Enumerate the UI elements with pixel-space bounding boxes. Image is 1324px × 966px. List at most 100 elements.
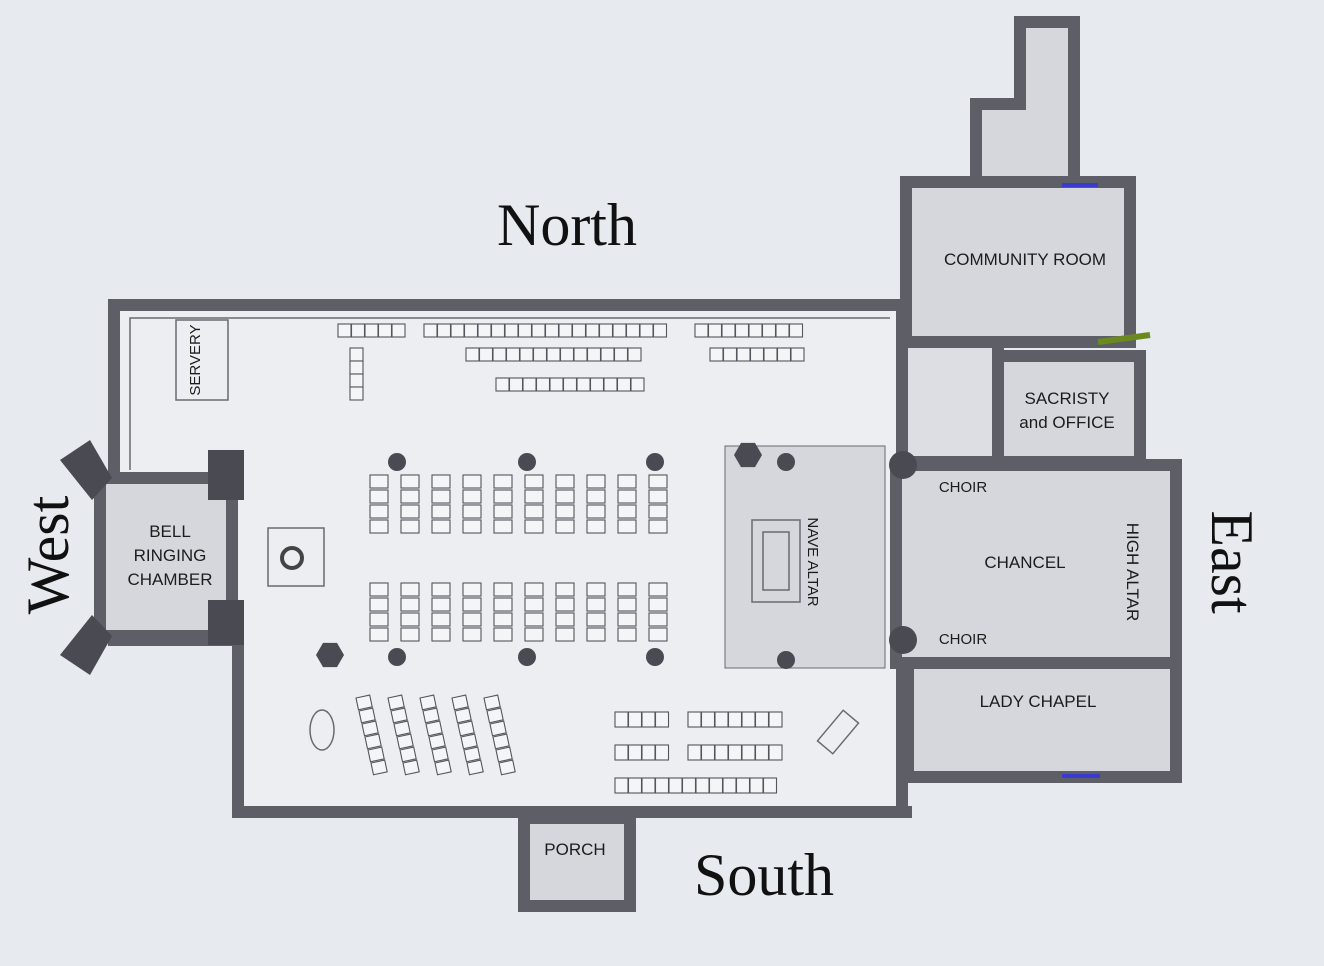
- chair: [741, 744, 756, 761]
- chair: [549, 377, 564, 392]
- chair: [492, 733, 510, 750]
- chair: [586, 347, 602, 362]
- chair: [431, 504, 451, 519]
- chair: [555, 474, 575, 489]
- chair: [396, 733, 414, 750]
- chair: [754, 744, 770, 761]
- chair: [648, 489, 668, 504]
- chair: [768, 711, 783, 728]
- chair: [700, 744, 716, 761]
- chair: [695, 777, 710, 794]
- label-bell-3: CHAMBER: [127, 570, 212, 589]
- chair: [614, 711, 629, 728]
- chair: [387, 694, 405, 711]
- chair: [617, 489, 637, 504]
- chancel-pier-north: [889, 451, 917, 479]
- chair: [478, 347, 494, 362]
- chair: [350, 323, 366, 338]
- chair: [630, 377, 645, 392]
- chair: [337, 323, 352, 338]
- chair: [586, 489, 606, 504]
- chair: [700, 711, 716, 728]
- chair: [531, 323, 546, 338]
- label-nave-altar: NAVE ALTAR: [804, 517, 821, 606]
- label-bell-2: RINGING: [134, 546, 207, 565]
- chair: [617, 597, 637, 612]
- chair: [555, 504, 575, 519]
- chair: [735, 777, 751, 794]
- chair: [370, 759, 388, 776]
- chair: [390, 707, 408, 724]
- chair: [668, 777, 683, 794]
- chair: [400, 519, 420, 534]
- chair: [790, 347, 805, 362]
- chair: [460, 733, 478, 750]
- chair: [524, 627, 544, 642]
- chair: [648, 627, 668, 642]
- chair: [369, 582, 389, 597]
- chair: [768, 744, 783, 761]
- label-sacristy-1: SACRISTY: [1024, 389, 1109, 408]
- nave-altar-table: [751, 519, 801, 603]
- chair: [654, 777, 670, 794]
- chair: [431, 612, 451, 627]
- chair: [434, 759, 452, 776]
- chair: [648, 597, 668, 612]
- chair: [586, 627, 606, 642]
- compass-west: West: [15, 495, 81, 614]
- chair: [648, 612, 668, 627]
- chair: [775, 323, 790, 338]
- compass-south: South: [694, 842, 834, 908]
- chair: [589, 377, 605, 392]
- nave-pillars: [316, 442, 795, 669]
- chair: [505, 347, 521, 362]
- chair: [361, 720, 379, 737]
- chair: [517, 323, 533, 338]
- seating: [337, 323, 805, 794]
- chair: [423, 323, 438, 338]
- chair: [788, 323, 804, 338]
- chair: [749, 777, 764, 794]
- chair: [617, 627, 637, 642]
- chair: [349, 360, 364, 375]
- label-bell-1: BELL: [149, 522, 191, 541]
- chair: [522, 377, 537, 392]
- chair: [492, 347, 507, 362]
- chair: [391, 323, 406, 338]
- chair: [741, 711, 756, 728]
- chair: [349, 347, 364, 362]
- chair: [641, 711, 656, 728]
- chair: [493, 582, 513, 597]
- chair: [586, 519, 606, 534]
- chair: [558, 323, 573, 338]
- chair: [617, 519, 637, 534]
- chair: [463, 323, 479, 338]
- chair: [524, 504, 544, 519]
- chair: [708, 777, 724, 794]
- chair: [493, 519, 513, 534]
- chair: [400, 612, 420, 627]
- chair: [555, 627, 575, 642]
- label-choir-north: CHOIR: [939, 479, 988, 496]
- chair: [493, 612, 513, 627]
- porch: [518, 812, 636, 912]
- chair: [754, 711, 770, 728]
- chair: [714, 711, 729, 728]
- chair: [614, 744, 629, 761]
- chair: [614, 777, 629, 794]
- chair: [546, 347, 561, 362]
- chair: [463, 746, 481, 763]
- chair: [687, 711, 702, 728]
- chair: [462, 504, 482, 519]
- chair: [508, 377, 524, 392]
- chair: [400, 489, 420, 504]
- chair: [431, 489, 451, 504]
- chair: [586, 597, 606, 612]
- chair: [555, 519, 575, 534]
- nave-altar-top: [762, 531, 790, 591]
- chair: [761, 323, 777, 338]
- chair: [627, 711, 643, 728]
- chair: [369, 504, 389, 519]
- chair: [762, 777, 778, 794]
- pillar: [646, 648, 664, 666]
